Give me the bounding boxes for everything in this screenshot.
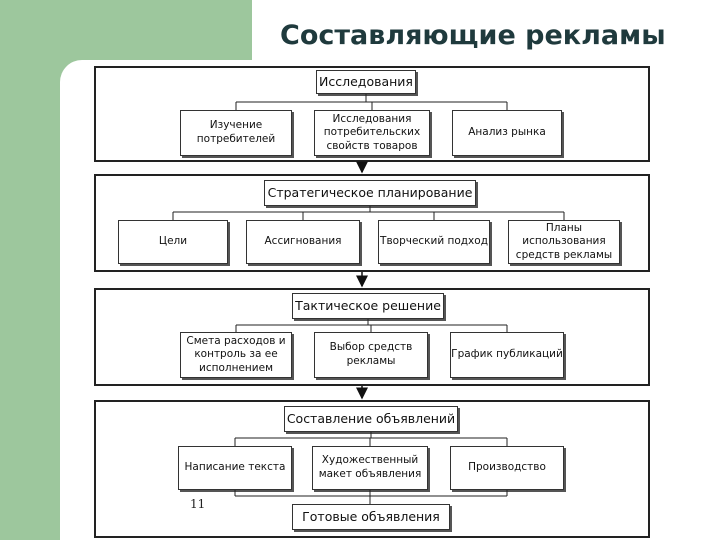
creation-item-copywriting: Написание текста	[178, 446, 292, 490]
strategy-item-appropriations: Ассигнования	[246, 220, 360, 264]
creation-item-production: Производство	[450, 446, 564, 490]
creation-item-layout: Художественный макет объявления	[312, 446, 428, 490]
section-research-head: Исследования	[316, 70, 416, 94]
page-number: 11	[190, 497, 206, 511]
tactics-item-media-selection: Выбор средств рекламы	[314, 332, 428, 378]
research-item-consumers: Изучение потребителей	[180, 110, 292, 156]
tactics-item-schedule: График публикаций	[450, 332, 564, 378]
ready-ads-box: Готовые объявления	[292, 504, 450, 530]
research-item-product-properties: Исследования потребительских свойств тов…	[314, 110, 430, 156]
section-tactical-decision-head: Тактическое решение	[292, 293, 444, 319]
tactics-item-budget: Смета расходов и контроль за ее исполнен…	[180, 332, 292, 378]
strategy-item-media-plans: Планы использования средств рекламы	[508, 220, 620, 264]
research-item-market: Анализ рынка	[452, 110, 562, 156]
strategy-item-goals: Цели	[118, 220, 228, 264]
section-ad-creation-head: Составление объявлений	[284, 406, 458, 432]
section-strategic-planning-head: Стратегическое планирование	[264, 180, 476, 206]
page-title: Составляющие рекламы	[280, 20, 666, 51]
strategy-item-creative-approach: Творческий подход	[378, 220, 490, 264]
